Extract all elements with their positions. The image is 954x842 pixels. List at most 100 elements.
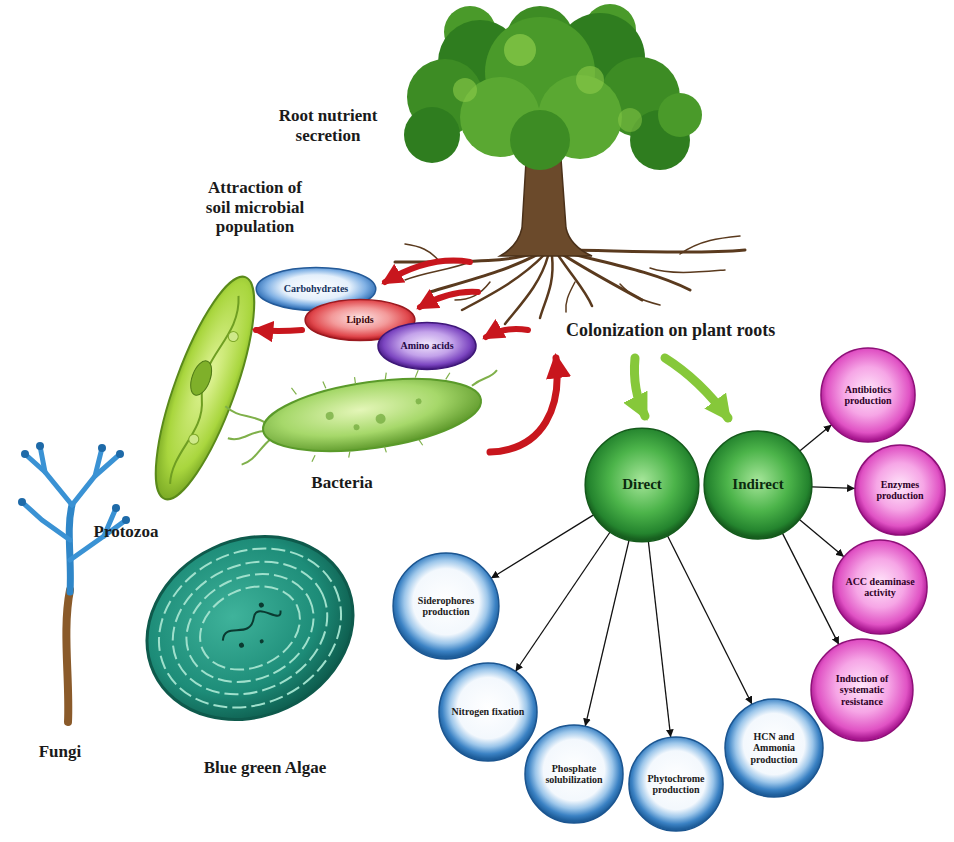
bacteria-illustration [419,439,423,445]
algae-illustration [238,642,245,649]
bacteria-illustration [415,398,422,405]
secretion-arrows [420,292,478,307]
algae-illustration [226,602,278,653]
fungi-illustration [98,444,106,452]
direct-circle-shape [393,553,499,659]
algae-illustration [218,603,282,642]
connector-arrow [782,533,839,645]
fungi-illustration [22,446,126,560]
protozoa-illustration [187,433,200,446]
bacteria-illustration [414,370,419,377]
bacteria-illustration [325,411,334,420]
bacteria-illustration [353,424,360,431]
direct-circle-shape [725,699,823,797]
bacteria-illustration [384,373,387,380]
direct-circle: Phosphate solubilization [524,724,624,824]
bacteria-illustration [325,398,424,434]
indirect-circle: ACC deaminase activity [832,539,928,635]
mechanism-circle: Indirect [703,430,813,540]
nutrient-oval: Amino acids [377,322,477,370]
indirect-circle: Induction of systematic resistance [810,638,914,742]
bacteria-illustration [348,451,351,457]
node-text: Phytochrome production [641,773,712,796]
tree-roots [540,256,553,318]
connector-arrow [585,540,629,726]
fungi-illustration [69,505,72,592]
text-label: Attraction of soil microbial population [196,178,314,237]
bacteria-illustration [225,401,266,428]
connector-arrow [799,520,844,557]
tree-roots [680,236,740,254]
node-text: Amino acids [390,340,464,352]
fungi-illustration [18,442,130,722]
secretion-arrows [486,329,528,337]
tree-canopy [404,4,702,170]
tree-canopy [504,34,536,66]
bacteria-illustration [354,377,356,384]
indirect-circle: Enzymes production [854,444,946,536]
protozoa-illustration [227,330,240,343]
bacteria-illustration [291,387,296,394]
indirect-circle-shape [833,540,927,634]
node-text: ACC deaminase activity [845,576,916,599]
tree-canopy [576,66,604,94]
bacteria-illustration [385,446,387,452]
bacteria-illustration [228,431,266,440]
fungi-illustration [21,450,29,458]
node-text: Indirect [718,476,799,493]
connector-arrow [668,536,753,704]
direct-circle-shape [439,663,537,761]
indirect-circle-shape [855,445,945,535]
node-text: Lipids [319,314,401,326]
fungi-illustration [66,590,70,722]
connector-arrow [648,542,670,738]
algae-illustration [151,537,349,719]
indirect-circle: Antibiotics production [820,347,916,443]
tree-roots [566,250,745,252]
node-text: Antibiotics production [833,384,904,407]
fungi-illustration [36,442,44,450]
secretion-arrows [256,330,302,331]
connector-arrow [516,532,611,672]
text-label: Root nutrient secretion [258,106,398,145]
fungi-illustration [22,502,70,540]
node-text: Nitrogen fixation [451,706,525,718]
colonization-arrows [665,358,728,418]
text-label: Bacteria [292,473,392,493]
mechanism-circle-shape [585,428,699,542]
bacteria-illustration [311,455,316,461]
mechanism-circle: Direct [584,427,700,543]
fungi-illustration [25,454,72,505]
text-label: Colonization on plant roots [566,320,842,341]
secretion-arrows [385,261,470,282]
bacteria-illustration [222,357,506,474]
fungi-illustration [18,498,26,506]
connector-arrow [812,487,855,489]
bacteria-illustration [258,367,485,463]
tree-canopy [453,78,477,102]
fungi-illustration [116,450,124,458]
protozoa-illustration [136,267,273,509]
bacteria-illustration [445,373,451,380]
bacteria-illustration [239,439,274,464]
direct-circle: Phytochrome production [628,736,724,832]
bacteria-illustration [375,413,386,424]
connector-arrow [800,425,832,451]
text-label: Protozoa [78,522,174,542]
fungi-illustration [95,448,102,476]
secretion-arrows [256,261,557,452]
mechanism-circle-shape [704,431,812,539]
protozoa-illustration [166,294,244,485]
node-text: HCN and Ammonia production [737,731,811,766]
tree-roots [650,268,725,272]
direct-circle-shape [525,725,623,823]
direct-circle-shape [629,737,723,831]
node-text: Carbohydrates [271,283,361,295]
node-text: Siderophores production [407,595,486,618]
colonization-arrows [634,358,728,418]
nutrient-oval-shape [378,322,476,369]
tree-canopy [404,107,460,163]
tree-roots [620,284,660,305]
indirect-circle-shape [821,348,915,442]
